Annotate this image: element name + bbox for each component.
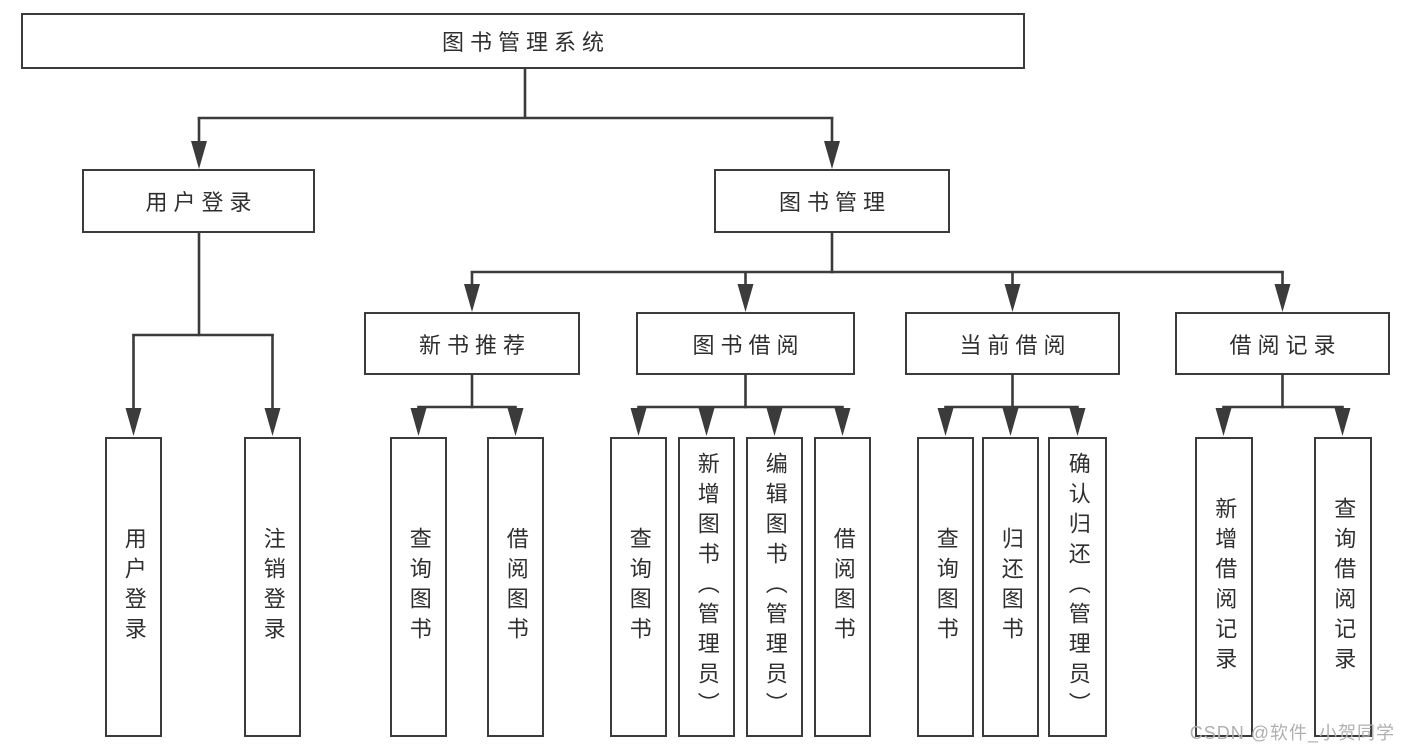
leaf-current-query-books: 查询图书	[917, 437, 974, 737]
leaf-records-query-record: 查询借阅记录	[1314, 437, 1372, 737]
leaf-records-add-record: 新增借阅记录	[1195, 437, 1253, 737]
leaf-current-return-books: 归还图书	[982, 437, 1039, 737]
node-library-management-system: 图书管理系统	[21, 13, 1025, 69]
connector-book-management-to-level3	[464, 233, 1291, 312]
leaf-borrowing-borrow-books: 借阅图书	[814, 437, 871, 737]
csdn-watermark: CSDN @软件_小贺同学	[1189, 723, 1395, 743]
leaf-borrowing-query-books: 查询图书	[610, 437, 667, 737]
connector-book-borrowing-to-leaves	[630, 375, 851, 436]
connector-root-to-level2	[191, 69, 840, 169]
leaf-recommend-borrow-books: 借阅图书	[487, 437, 544, 737]
node-book-management: 图书管理	[714, 169, 950, 233]
leaf-current-confirm-return-admin: 确认归还（管理员）	[1048, 437, 1107, 737]
leaf-borrowing-add-books-admin: 新增图书（管理员）	[678, 437, 735, 737]
node-book-borrowing: 图书借阅	[636, 312, 855, 375]
node-user-login: 用户登录	[82, 169, 315, 233]
leaf-borrowing-edit-books-admin: 编辑图书（管理员）	[746, 437, 803, 737]
connector-user-login-to-leaves	[125, 233, 281, 436]
connector-borrowing-records-to-leaves	[1215, 375, 1351, 436]
leaf-user-login: 用户登录	[105, 437, 162, 737]
node-borrowing-records: 借阅记录	[1175, 312, 1390, 375]
connector-new-book-recommend-to-leaves	[410, 375, 524, 436]
connector-current-borrowing-to-leaves	[937, 375, 1086, 436]
node-current-borrowing: 当前借阅	[905, 312, 1120, 375]
node-new-book-recommend: 新书推荐	[364, 312, 580, 375]
leaf-recommend-query-books: 查询图书	[390, 437, 447, 737]
leaf-logout-login: 注销登录	[244, 437, 301, 737]
